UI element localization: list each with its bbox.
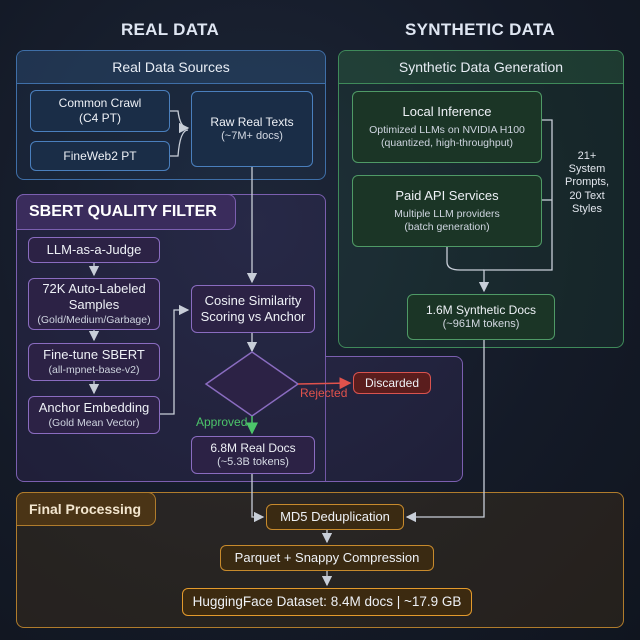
synthetic-docs-box[interactable]: 1.6M Synthetic Docs (~961M tokens): [407, 294, 555, 340]
prompts-note-l2: System: [568, 163, 606, 176]
auto-labeled-line2: Samples: [68, 297, 120, 313]
prompts-note-l3: Prompts,: [564, 176, 609, 189]
huggingface-dataset-label: HuggingFace Dataset: 8.4M docs | ~17.9 G…: [192, 593, 462, 609]
auto-labeled-box[interactable]: 72K Auto-Labeled Samples (Gold/Medium/Ga…: [28, 278, 160, 330]
finetune-sbert-label: Fine-tune SBERT: [43, 347, 145, 363]
anchor-embedding-label: Anchor Embedding: [38, 400, 150, 416]
real-docs-box[interactable]: 6.8M Real Docs (~5.3B tokens): [191, 436, 315, 474]
synthetic-docs-sub: (~961M tokens): [442, 317, 520, 330]
prompts-note-l1: 21+: [577, 150, 597, 162]
finetune-sbert-box[interactable]: Fine-tune SBERT (all-mpnet-base-v2): [28, 343, 160, 381]
discarded-label: Discarded: [364, 375, 420, 390]
synthetic-generation-header: Synthetic Data Generation: [339, 51, 623, 84]
fineweb-box[interactable]: FineWeb2 PT: [30, 141, 170, 171]
decision-line2: threshold?: [223, 381, 281, 395]
paid-api-box[interactable]: Paid API Services Multiple LLM providers…: [352, 175, 542, 247]
decision-line1: Score >: [231, 366, 273, 380]
raw-real-texts-box[interactable]: Raw Real Texts (~7M+ docs): [191, 91, 313, 167]
discarded-box[interactable]: Discarded: [353, 372, 431, 394]
raw-real-texts-label: Raw Real Texts: [210, 114, 294, 129]
paid-api-title: Paid API Services: [395, 187, 499, 203]
huggingface-dataset-box[interactable]: HuggingFace Dataset: 8.4M docs | ~17.9 G…: [182, 588, 472, 616]
llm-judge-box[interactable]: LLM-as-a-Judge: [28, 237, 160, 263]
prompts-note-l5: Styles: [572, 202, 602, 215]
anchor-embedding-sub: (Gold Mean Vector): [48, 416, 140, 429]
common-crawl-sub: (C4 PT): [79, 111, 121, 125]
synthetic-data-column-title: SYNTHETIC DATA: [405, 20, 555, 39]
approved-label: Approved: [196, 415, 248, 429]
final-processing-title: Final Processing: [16, 492, 156, 526]
anchor-embedding-box[interactable]: Anchor Embedding (Gold Mean Vector): [28, 396, 160, 434]
auto-labeled-line1: 72K Auto-Labeled: [42, 281, 146, 297]
local-inference-line1: Optimized LLMs on NVIDIA H100: [369, 124, 525, 136]
prompts-note-l4: 20 Text: [569, 189, 605, 202]
cosine-similarity-box[interactable]: Cosine Similarity Scoring vs Anchor: [191, 285, 315, 333]
real-data-sources-header: Real Data Sources: [17, 51, 325, 84]
md5-dedup-box[interactable]: MD5 Deduplication: [266, 504, 404, 530]
prompts-side-note: 21+ System Prompts, 20 Text Styles: [556, 150, 618, 216]
threshold-decision-label: Score > threshold?: [208, 366, 296, 396]
local-inference-title: Local Inference: [402, 103, 492, 119]
fineweb-label: FineWeb2 PT: [63, 148, 137, 163]
paid-api-line2: (batch generation): [404, 221, 490, 234]
cosine-similarity-sub: Scoring vs Anchor: [200, 309, 306, 324]
common-crawl-label: Common Crawl: [58, 96, 142, 110]
cosine-similarity-label: Cosine Similarity: [204, 292, 302, 308]
md5-dedup-label: MD5 Deduplication: [280, 508, 390, 524]
finetune-sbert-sub: (all-mpnet-base-v2): [48, 363, 140, 376]
parquet-compression-box[interactable]: Parquet + Snappy Compression: [220, 545, 434, 571]
synthetic-docs-label: 1.6M Synthetic Docs: [425, 302, 537, 317]
sbert-filter-title: SBERT QUALITY FILTER: [16, 194, 236, 230]
llm-judge-label: LLM-as-a-Judge: [46, 241, 142, 257]
parquet-compression-label: Parquet + Snappy Compression: [234, 549, 420, 565]
real-docs-sub: (~5.3B tokens): [217, 455, 289, 468]
auto-labeled-line3: (Gold/Medium/Garbage): [37, 313, 151, 326]
real-data-column-title: REAL DATA: [120, 20, 220, 39]
paid-api-line1: Multiple LLM providers: [394, 208, 500, 220]
rejected-label: Rejected: [300, 386, 348, 400]
raw-real-texts-sub: (~7M+ docs): [221, 129, 283, 142]
common-crawl-box[interactable]: Common Crawl (C4 PT): [30, 90, 170, 132]
local-inference-line2: (quantized, high-throughput): [381, 137, 513, 150]
real-docs-label: 6.8M Real Docs: [210, 440, 296, 455]
local-inference-box[interactable]: Local Inference Optimized LLMs on NVIDIA…: [352, 91, 542, 163]
